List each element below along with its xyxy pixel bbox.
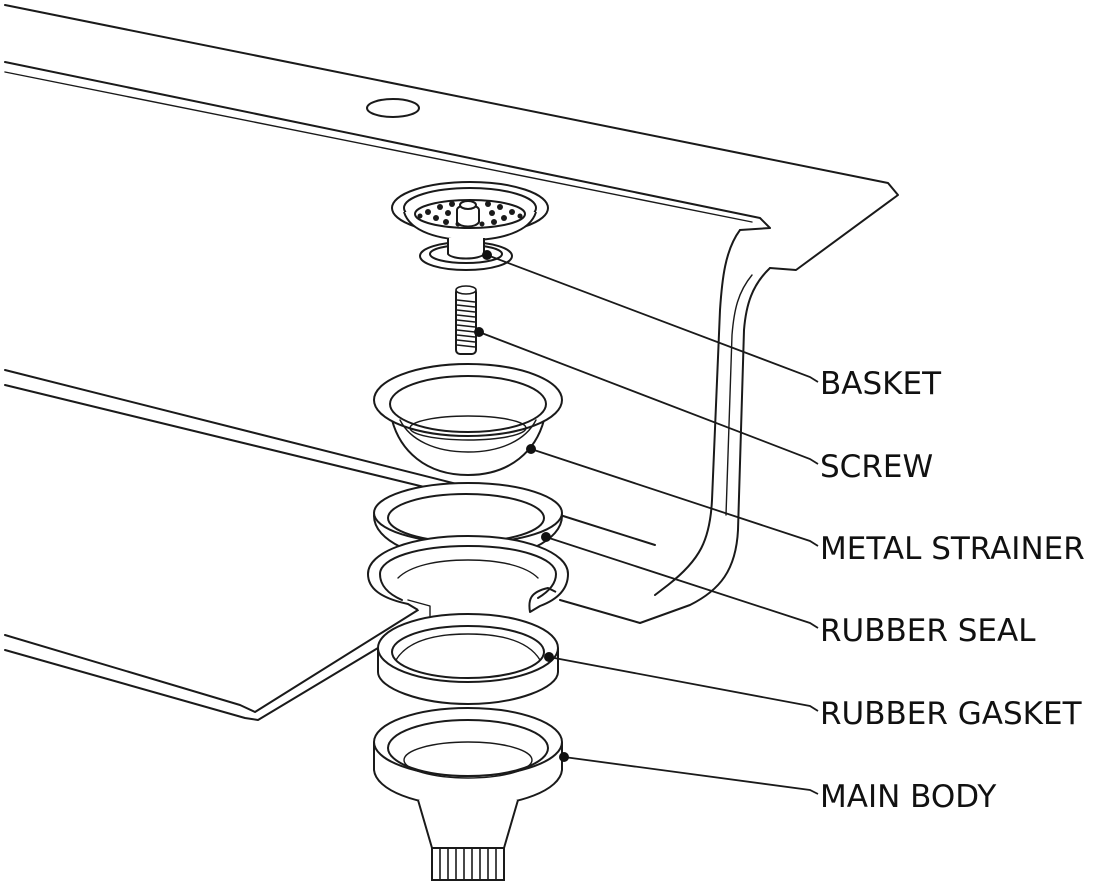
leader-line-main-body [563,756,819,795]
label-rubber-gasket: RUBBER GASKET [820,696,1083,732]
leader-line-basket [486,254,819,383]
main-body-part [373,707,563,881]
callout-rubber-gasket: RUBBER GASKET [544,652,1083,732]
label-screw: SCREW [820,449,933,485]
callout-dot-main-body [559,752,569,762]
callout-main-body: MAIN BODY [559,752,996,815]
leader-line-metal-strainer [530,448,819,547]
rubber-gasket-part [377,613,559,705]
label-main-body: MAIN BODY [820,779,996,815]
callout-dot-rubber-seal [541,532,551,542]
label-basket: BASKET [820,366,942,402]
label-rubber-seal: RUBBER SEAL [820,613,1036,649]
callout-dot-metal-strainer [526,444,536,454]
callout-dot-basket [482,250,492,260]
leader-line-screw [478,331,819,465]
callout-rubber-seal: RUBBER SEAL [541,532,1036,649]
callout-screw: SCREW [474,327,933,485]
leader-line-rubber-gasket [548,656,819,712]
sink-basin [4,4,899,721]
callout-metal-strainer: METAL STRAINER [526,444,1085,567]
screw-part [455,285,477,355]
sink-drain-flange [367,535,569,617]
basket-part [391,181,549,271]
callout-dot-screw [474,327,484,337]
basket-holes [417,201,523,227]
metal-strainer-part [373,363,563,476]
callout-dot-rubber-gasket [544,652,554,662]
callout-basket: BASKET [482,250,942,402]
label-metal-strainer: METAL STRAINER [820,531,1085,567]
leader-line-rubber-seal [545,536,819,629]
